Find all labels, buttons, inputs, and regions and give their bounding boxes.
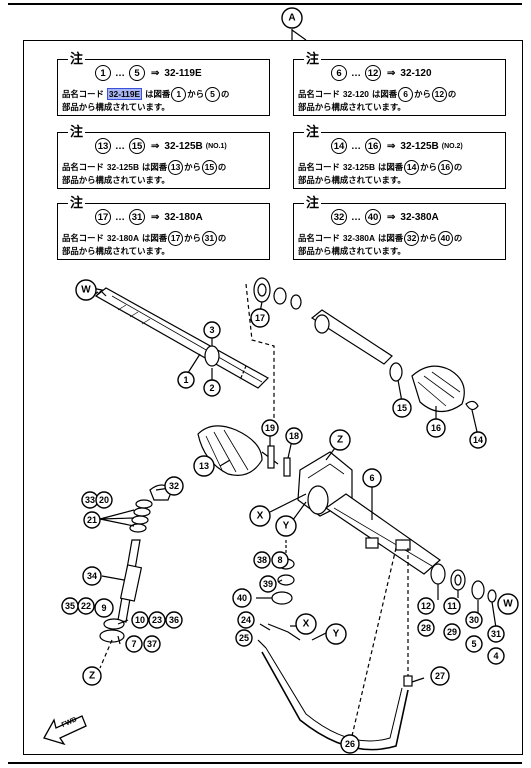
svg-text:27: 27 — [435, 671, 445, 681]
svg-text:23: 23 — [152, 615, 162, 625]
callout-label: A — [288, 13, 295, 24]
rack-housing — [297, 451, 441, 575]
part-code: 32-125B — [400, 140, 439, 152]
callout-W — [75, 279, 97, 301]
svg-text:4: 4 — [493, 651, 498, 661]
svg-text:21: 21 — [87, 515, 97, 525]
note-description: 品名コード 32-119E は図番 1 から 5 の — [62, 86, 229, 102]
svg-text:5: 5 — [471, 639, 476, 649]
diagram-frame — [23, 40, 523, 755]
svg-text:33: 33 — [85, 495, 95, 505]
svg-text:Y: Y — [333, 629, 340, 640]
svg-text:35: 35 — [65, 601, 75, 611]
svg-text:Y: Y — [283, 521, 290, 532]
svg-text:15: 15 — [397, 403, 407, 413]
callout-circle: 1 — [95, 65, 111, 81]
svg-text:20: 20 — [99, 495, 109, 505]
svg-text:12: 12 — [421, 601, 431, 611]
svg-text:Z: Z — [337, 435, 343, 446]
part-code: 32-180A — [164, 211, 203, 223]
svg-text:2: 2 — [209, 383, 214, 393]
svg-text:W: W — [503, 599, 513, 610]
svg-text:9: 9 — [101, 603, 106, 613]
svg-text:19: 19 — [265, 423, 275, 433]
part-code: 32-125B — [164, 140, 203, 152]
svg-text:11: 11 — [447, 601, 457, 611]
note-box-6: 注 32 … 40 ⇒ 32-380A 品名コード 32-380A は図番 32… — [293, 192, 506, 260]
svg-text:18: 18 — [289, 431, 299, 441]
part-code: 32-380A — [400, 211, 439, 223]
svg-text:22: 22 — [81, 601, 91, 611]
note-box-5: 注 17 … 31 ⇒ 32-180A 品名コード 32-180A は図番 17… — [57, 192, 270, 260]
note-box-4: 注 14 … 16 ⇒ 32-125B (NO.2) 品名コード 32-125B… — [293, 121, 506, 189]
pinion-assembly — [99, 484, 173, 669]
note-range-line: 1 … 5 ⇒ 32-119E — [94, 63, 202, 83]
svg-text:29: 29 — [447, 627, 457, 637]
tie-rod-assembly — [253, 277, 479, 413]
part-code: 32-119E — [164, 67, 202, 79]
svg-text:10: 10 — [135, 615, 145, 625]
svg-text:28: 28 — [421, 623, 431, 633]
svg-text:16: 16 — [431, 423, 441, 433]
svg-text:26: 26 — [345, 739, 355, 749]
svg-text:34: 34 — [87, 571, 97, 581]
callout-A — [281, 7, 303, 29]
svg-text:X: X — [303, 619, 310, 630]
svg-text:39: 39 — [263, 579, 273, 589]
part-code: 32-120 — [400, 67, 432, 79]
top-rule — [8, 3, 522, 5]
callout-circle: 5 — [129, 65, 145, 81]
svg-text:24: 24 — [241, 615, 251, 625]
svg-text:3: 3 — [209, 325, 214, 335]
svg-text:36: 36 — [169, 615, 179, 625]
svg-text:17: 17 — [255, 313, 265, 323]
steering-shaft — [91, 287, 269, 389]
note-box-2: 注 6 … 12 ⇒ 32-120 品名コード 32-120 は図番 6 から … — [293, 48, 506, 116]
svg-text:6: 6 — [369, 473, 374, 483]
svg-text:X: X — [257, 511, 264, 522]
svg-text:37: 37 — [147, 639, 157, 649]
forward-arrow-icon: FWD — [43, 715, 87, 746]
svg-text:32: 32 — [169, 481, 179, 491]
svg-text:1: 1 — [183, 375, 188, 385]
svg-text:25: 25 — [239, 633, 249, 643]
svg-text:W: W — [81, 285, 91, 296]
svg-text:8: 8 — [277, 555, 282, 565]
svg-text:7: 7 — [131, 639, 136, 649]
svg-text:38: 38 — [257, 555, 267, 565]
svg-text:40: 40 — [237, 593, 247, 603]
bottom-rule — [8, 762, 522, 764]
note-label: 注 — [68, 48, 86, 67]
svg-text:Z: Z — [89, 671, 95, 682]
note-box-1: 注 1 … 5 ⇒ 32-119E 品名コード 32-119E は図番 1 から… — [57, 48, 270, 116]
note-box-3: 注 13 … 15 ⇒ 32-125B (NO.1) 品名コード 32-125B… — [57, 121, 270, 189]
svg-text:31: 31 — [491, 629, 501, 639]
svg-text:14: 14 — [473, 435, 483, 445]
highlighted-part-code[interactable]: 32-119E — [106, 88, 143, 100]
svg-text:13: 13 — [199, 461, 209, 471]
svg-text:30: 30 — [469, 615, 479, 625]
